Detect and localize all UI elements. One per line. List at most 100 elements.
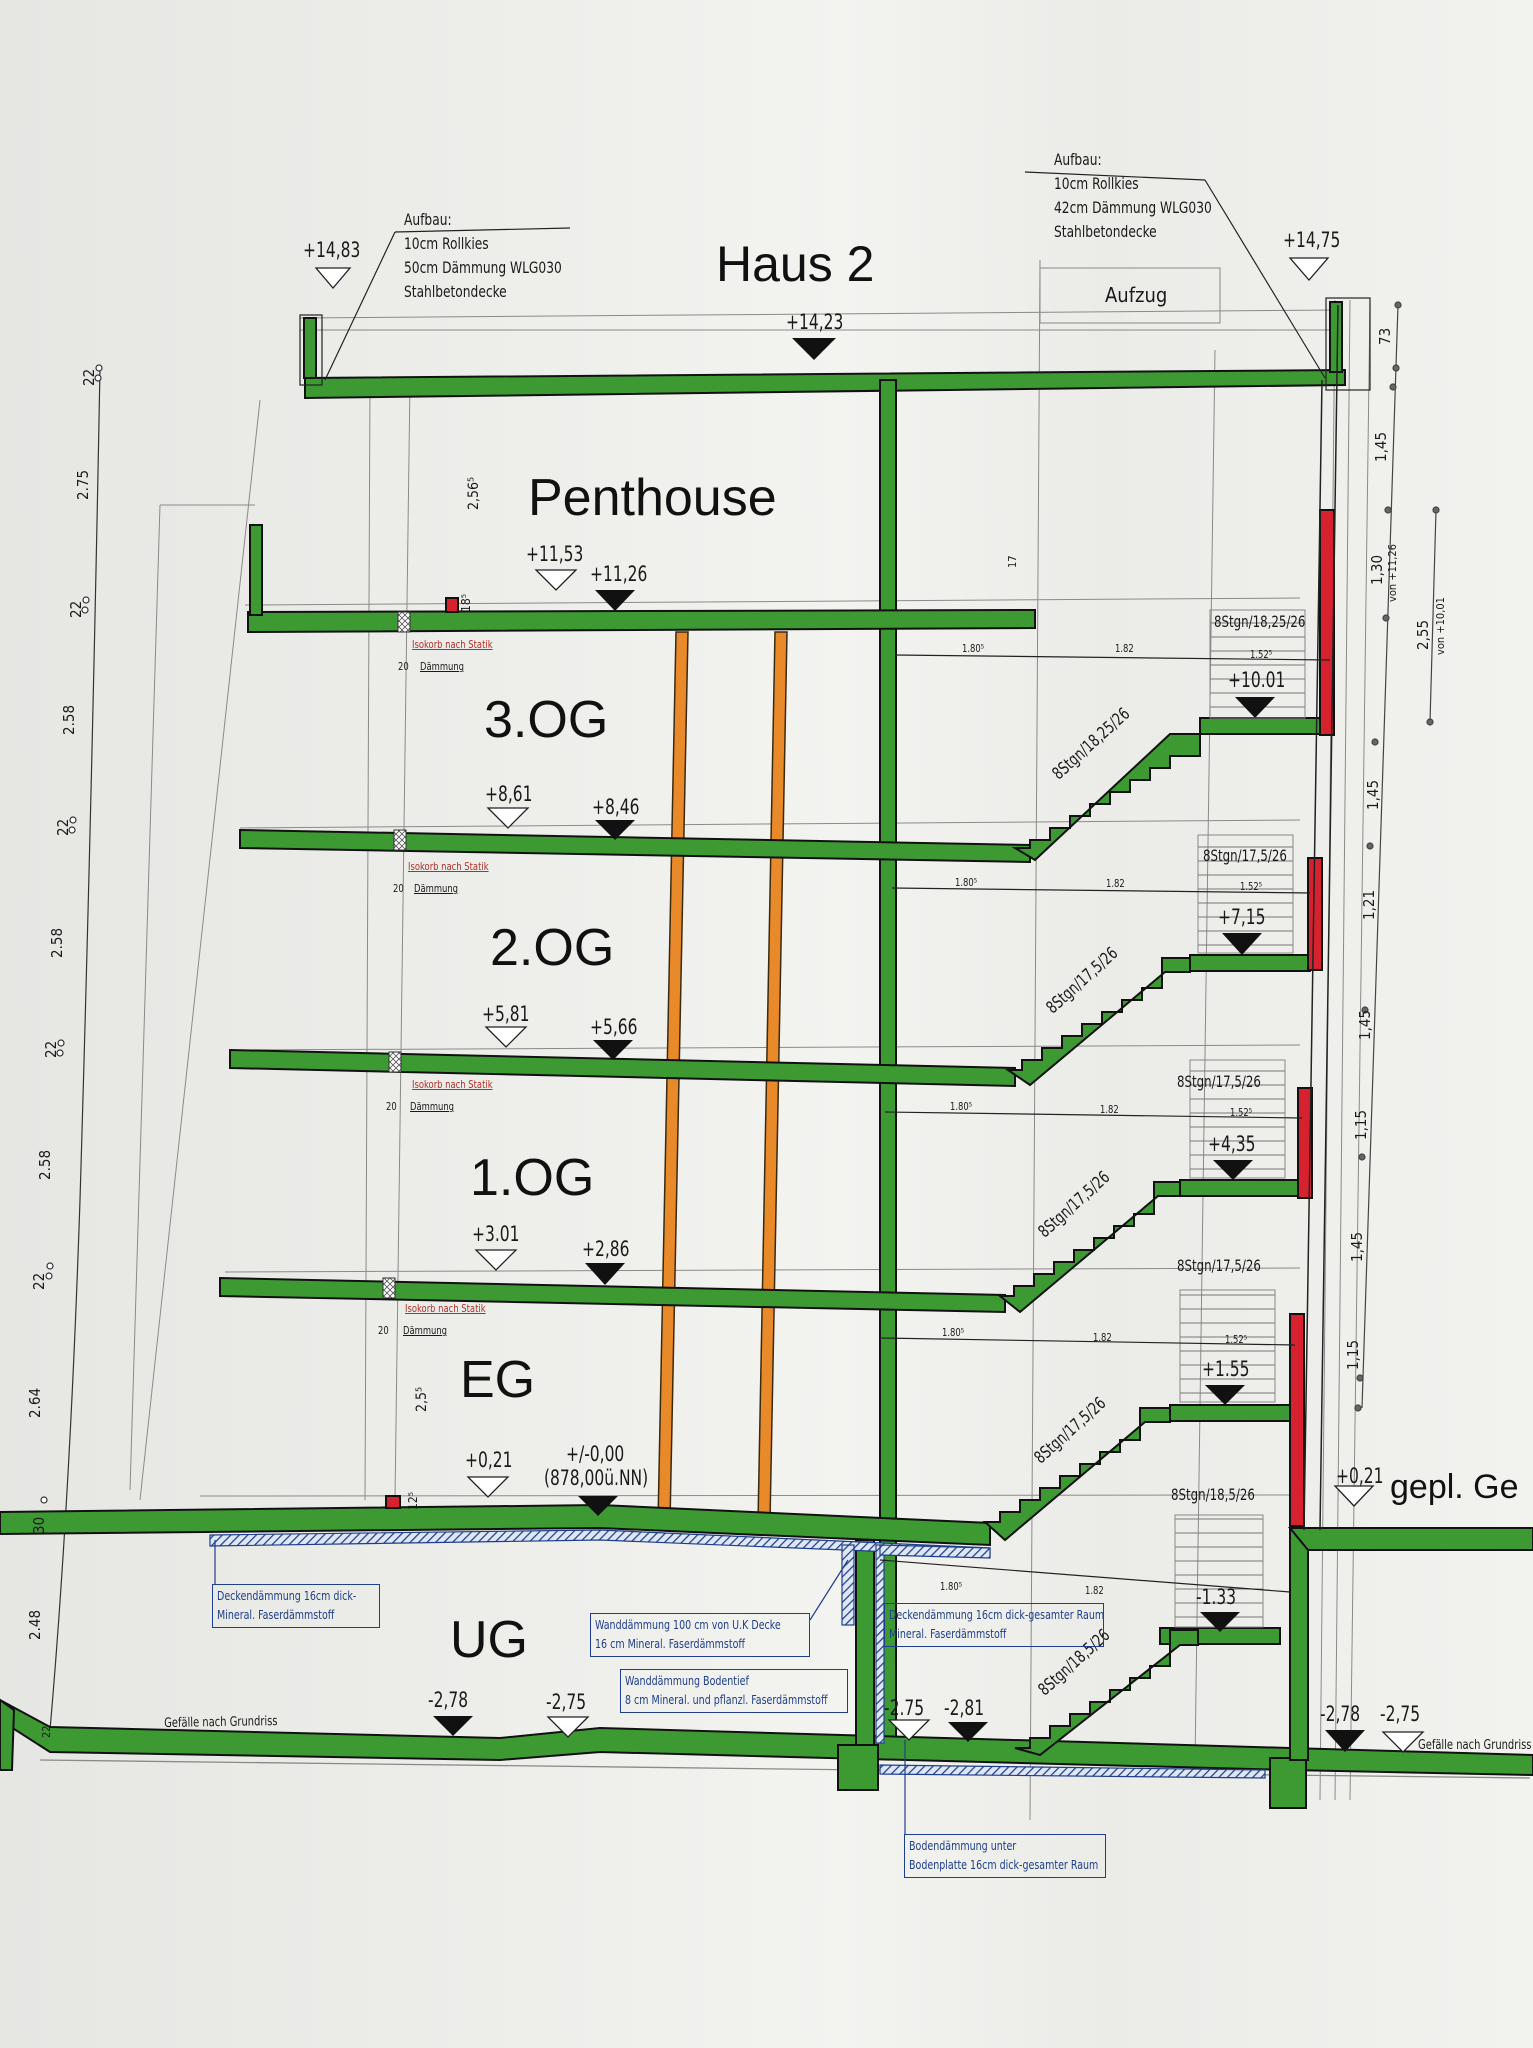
stair-label: 8Stgn/17,5/26 [1203, 846, 1287, 865]
level-label: -2,75 [1380, 1702, 1421, 1726]
level-label: +2,86 [582, 1237, 630, 1261]
level-label: -2.75 [884, 1696, 925, 1720]
level-label: +14,75 [1283, 228, 1341, 252]
landing-level: -1.33 [1196, 1585, 1237, 1609]
isokorb-dim: 20 [378, 1324, 389, 1337]
floor-label-2og: 2.OG [490, 919, 615, 977]
isokorb-note: Isokorb nach Statik [405, 1302, 486, 1315]
level-label: +14,23 [786, 310, 844, 334]
dim-label: 30 [30, 1516, 48, 1534]
note-line: Deckendämmung 16cm dick- [217, 1589, 357, 1603]
level-label: +8,46 [592, 795, 640, 819]
level-markers-finished [314, 257, 1425, 1753]
dim-label: 12⁵ [406, 1491, 420, 1510]
stair-dim: 1.82 [1106, 877, 1125, 890]
stair-dim: 1.82 [1100, 1103, 1119, 1116]
slope-note: Gefälle nach Grundriss [1418, 1738, 1532, 1753]
stair-flights [982, 733, 1201, 1757]
isokorb-dim: 20 [386, 1100, 397, 1113]
level-label: -2,81 [944, 1696, 985, 1720]
dim-label: 22 [54, 818, 72, 836]
isokorb-sub: Dämmung [410, 1100, 455, 1113]
level-label: +0,21 [465, 1448, 513, 1472]
dim-label: 22 [67, 600, 85, 618]
note-line: Deckendämmung 16cm dick-gesamter Raum [889, 1608, 1105, 1622]
stair-dim: 1.52⁵ [1240, 880, 1263, 893]
note-line: Bodenplatte 16cm dick-gesamter Raum [909, 1858, 1099, 1872]
isokorb-dim: 20 [398, 660, 409, 673]
level-markers-raw [433, 338, 1365, 1752]
dim-label: 1,30 [1368, 554, 1386, 585]
stair-landing-treads [1174, 609, 1306, 1628]
dim-label: 1,15 [1344, 1339, 1362, 1370]
isokorb-sub: Dämmung [414, 882, 459, 895]
floor-label-penthouse: Penthouse [528, 469, 777, 527]
neighbor-label: gepl. Ge [1390, 1468, 1519, 1506]
buildup-line: 10cm Rollkies [1054, 174, 1139, 193]
isokorb-sub: Dämmung [420, 660, 465, 673]
right-dimension-lines [1354, 301, 1440, 1412]
level-label: +14,83 [303, 238, 361, 262]
note-line: Wanddämmung 100 cm von U.K Decke [595, 1618, 781, 1632]
level-label: +8,61 [485, 782, 533, 806]
buildup-heading: Aufbau: [404, 210, 452, 229]
buildup-heading: Aufbau: [1054, 150, 1102, 169]
stair-dim: 1.52⁵ [1230, 1106, 1253, 1119]
dim-label: 73 [1376, 327, 1394, 345]
dim-label: 1,45 [1348, 1231, 1366, 1262]
dim-label: 1,21 [1360, 889, 1378, 920]
stair-dim: 1.80⁵ [940, 1580, 963, 1593]
dim-label: 2,5⁵ [414, 1386, 430, 1412]
level-label: +11,26 [590, 562, 648, 586]
isokorb-dim: 20 [393, 882, 404, 895]
level-label: -2,78 [1320, 1702, 1361, 1726]
stair-dim: 1.80⁵ [950, 1100, 973, 1113]
isokorb-note: Isokorb nach Statik [412, 638, 493, 651]
drawing-title: Haus 2 [716, 236, 875, 292]
dim-label: 2.58 [60, 704, 78, 735]
note-line: 8 cm Mineral. und pflanzl. Faserdämmstof… [625, 1693, 828, 1707]
landing-level: +7,15 [1218, 905, 1266, 929]
level-label: +11,53 [526, 542, 584, 566]
elevator-box [1039, 267, 1221, 324]
buildup-line: Stahlbetondecke [1054, 222, 1157, 241]
dim-label: 2.75 [74, 469, 92, 500]
note-line: Wanddämmung Bodentief [625, 1674, 749, 1688]
level-label: -2,75 [546, 1690, 587, 1714]
stair-dim: 1.52⁵ [1250, 648, 1273, 661]
stair-dim: 1.80⁵ [955, 876, 978, 889]
floor-slabs [0, 524, 1533, 1809]
dim-label: 2,55 [1414, 619, 1432, 650]
dim-label: 2,56⁵ [466, 476, 482, 510]
dim-label: 17 [1006, 555, 1019, 568]
dim-label: 22 [30, 1272, 48, 1290]
stair-label: 8Stgn/18,5/26 [1171, 1485, 1255, 1504]
insulation-note-box: Bodendämmung unter Bodenplatte 16cm dick… [904, 1834, 1106, 1878]
insulation-note-box: Deckendämmung 16cm dick-gesamter Raum Mi… [884, 1603, 1104, 1647]
level-label: +3.01 [472, 1222, 520, 1246]
level-label: +0,21 [1336, 1464, 1384, 1488]
stair-label: 8Stgn/18,25/26 [1214, 612, 1306, 631]
dim-label: 2.58 [36, 1149, 54, 1180]
level-label: +/-0,00 [566, 1442, 625, 1466]
insulation-note-box: Wanddämmung 100 cm von U.K Decke 16 cm M… [590, 1613, 810, 1657]
stair-dim: 1.82 [1115, 642, 1134, 655]
isokorb-elements [382, 611, 411, 1299]
dim-label: 1,15 [1352, 1109, 1370, 1140]
landing-level: +4,35 [1208, 1132, 1256, 1156]
level-label: +5,66 [590, 1015, 638, 1039]
buildup-line: 42cm Dämmung WLG030 [1054, 198, 1212, 217]
isokorb-note: Isokorb nach Statik [408, 860, 489, 873]
buildup-line: 10cm Rollkies [404, 234, 489, 253]
dim-label: 22 [42, 1040, 60, 1058]
left-dimension-line [40, 364, 103, 1731]
stair-dim: 1.52⁵ [1225, 1333, 1248, 1346]
stair-dimension-lines [879, 654, 1331, 1593]
red-facade-elements [385, 509, 1335, 1527]
insulation-note-box: Wanddämmung Bodentief 8 cm Mineral. und … [620, 1669, 848, 1713]
roof-buildup-right: Aufbau: 10cm Rollkies 42cm Dämmung WLG03… [1054, 148, 1212, 244]
dim-label: 2.58 [48, 927, 66, 958]
floor-label-1og: 1.OG [470, 1149, 595, 1207]
